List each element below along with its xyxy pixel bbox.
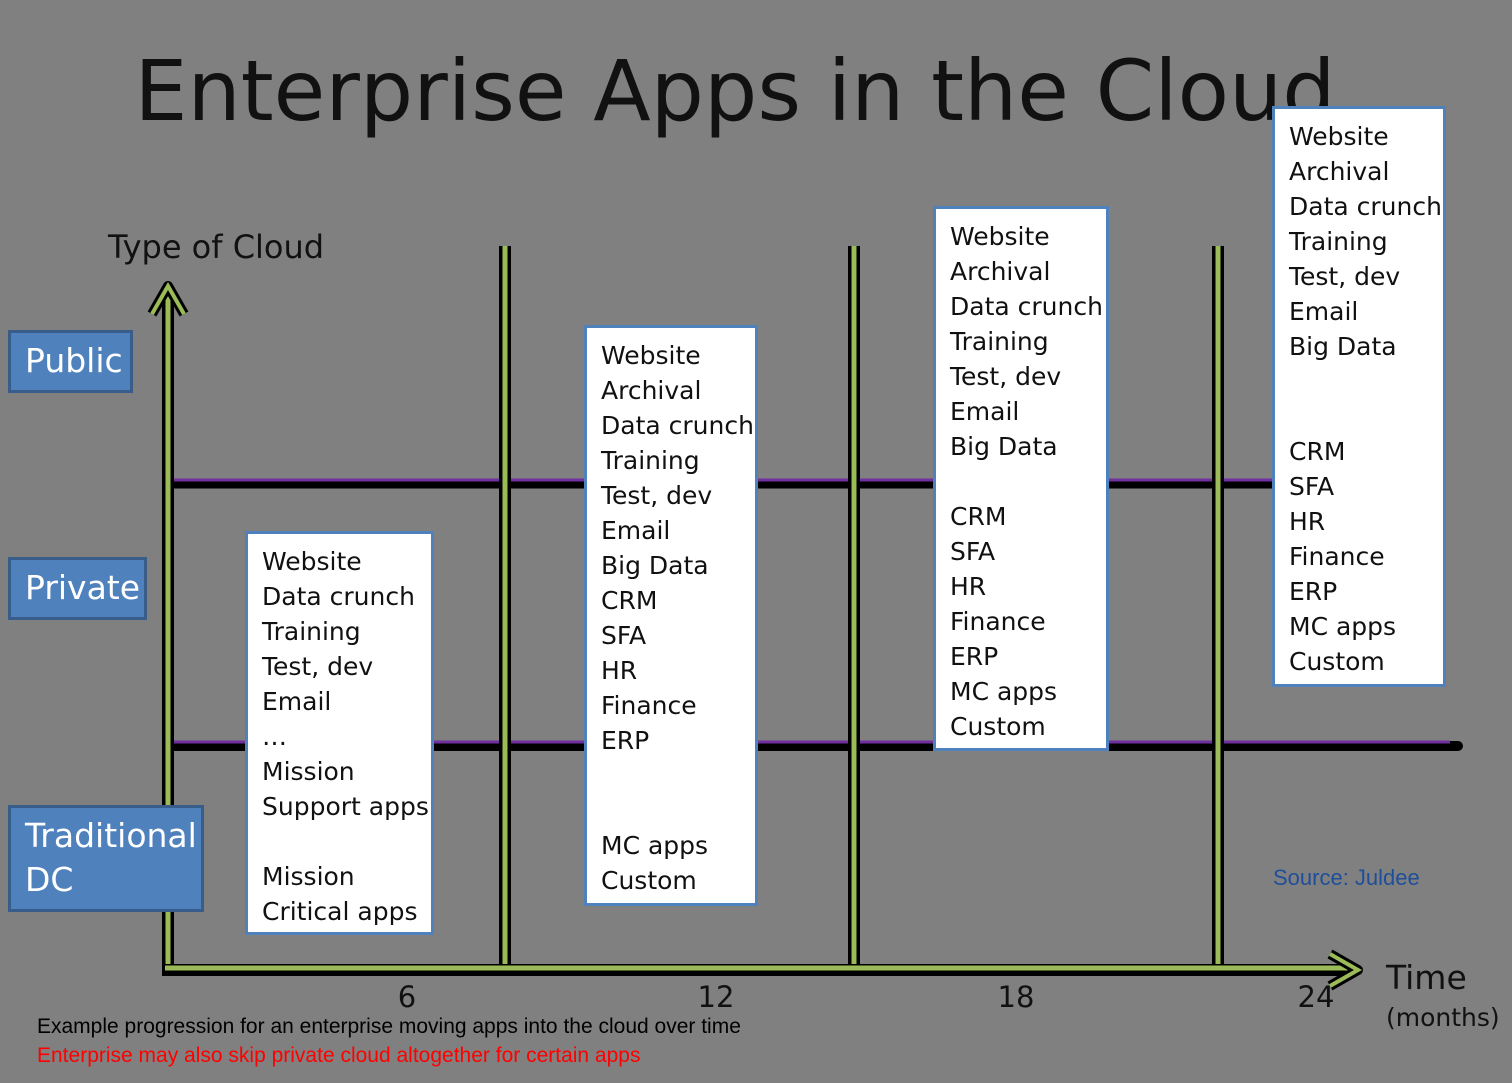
app-item: Mission: [262, 862, 355, 891]
app-item: MC apps: [950, 677, 1058, 706]
app-item: Website: [950, 222, 1050, 251]
x-axis: [162, 949, 1363, 991]
app-item: Website: [262, 547, 362, 576]
spacer: [1289, 399, 1429, 434]
app-item: Data crunch: [1289, 192, 1442, 221]
x-tick-label: 18: [997, 980, 1035, 1014]
footnote-progression: Example progression for an enterprise mo…: [37, 1015, 741, 1038]
app-item: Archival: [601, 376, 702, 405]
app-item: Test, dev: [262, 652, 374, 681]
spacer: [950, 464, 1092, 499]
spacer: [1289, 364, 1429, 399]
y-axis-label: Type of Cloud: [108, 228, 325, 266]
tier-traditional-dc: Traditional DC: [8, 805, 204, 912]
app-item: CRM: [950, 502, 1007, 531]
app-item: Big Data: [601, 551, 709, 580]
app-item: Test, dev: [601, 481, 713, 510]
app-item: Training: [950, 327, 1049, 356]
app-item: Data crunch: [262, 582, 415, 611]
app-item: Finance: [601, 691, 697, 720]
app-item: Custom: [1289, 647, 1385, 676]
app-item: Custom: [950, 712, 1046, 741]
app-item: ERP: [1289, 577, 1338, 606]
app-item: SFA: [601, 621, 647, 650]
app-item: CRM: [601, 586, 658, 615]
app-item: Mission: [262, 757, 355, 786]
tier-private-label: Private: [25, 568, 141, 607]
app-item: Finance: [950, 607, 1046, 636]
app-item: Archival: [950, 257, 1051, 286]
app-item: Support apps: [262, 792, 429, 821]
app-item: SFA: [1289, 472, 1335, 501]
x-axis-unit: (months): [1386, 1003, 1500, 1032]
x-tick-label: 24: [1297, 980, 1335, 1014]
app-item: Finance: [1289, 542, 1385, 571]
spacer: [262, 824, 417, 859]
app-item: Test, dev: [950, 362, 1062, 391]
app-item: MC apps: [601, 831, 709, 860]
app-item: Big Data: [1289, 332, 1397, 361]
x-tick-label: 6: [397, 980, 417, 1014]
x-tick-label: 12: [697, 980, 735, 1014]
app-item: Email: [950, 397, 1020, 426]
app-item: Website: [1289, 122, 1389, 151]
footnote-skip-private: Enterprise may also skip private cloud a…: [37, 1044, 641, 1067]
x-axis-label: Time: [1386, 958, 1467, 997]
app-item: Custom: [601, 866, 697, 895]
page-title: Enterprise Apps in the Cloud: [134, 42, 1336, 140]
app-item: …: [262, 722, 287, 751]
app-item: CRM: [1289, 437, 1346, 466]
app-item: Email: [262, 687, 332, 716]
app-item: Website: [601, 341, 701, 370]
app-item: HR: [1289, 507, 1326, 536]
tier-private: Private: [8, 557, 147, 620]
app-item: HR: [601, 656, 638, 685]
app-item: SFA: [950, 537, 996, 566]
tier-dc-label-line1: Traditional: [25, 816, 197, 855]
tier-public-label: Public: [25, 341, 123, 380]
app-item: Test, dev: [1289, 262, 1401, 291]
spacer: [601, 758, 741, 793]
app-item: Training: [601, 446, 700, 475]
source-credit: Source: Juldee: [1273, 865, 1420, 890]
app-item: Training: [262, 617, 361, 646]
app-item: Data crunch: [601, 411, 754, 440]
tier-public: Public: [8, 330, 133, 393]
app-item: ERP: [950, 642, 999, 671]
spacer: [601, 793, 741, 828]
tier-dc-label-line2: DC: [25, 860, 74, 899]
app-item: Critical apps: [262, 897, 418, 926]
app-item: HR: [950, 572, 987, 601]
app-item: Big Data: [950, 432, 1058, 461]
app-item: ERP: [601, 726, 650, 755]
app-item: MC apps: [1289, 612, 1397, 641]
app-item: Training: [1289, 227, 1388, 256]
app-item: Email: [601, 516, 671, 545]
app-item: Archival: [1289, 157, 1390, 186]
app-item: Data crunch: [950, 292, 1103, 321]
app-item: Email: [1289, 297, 1359, 326]
